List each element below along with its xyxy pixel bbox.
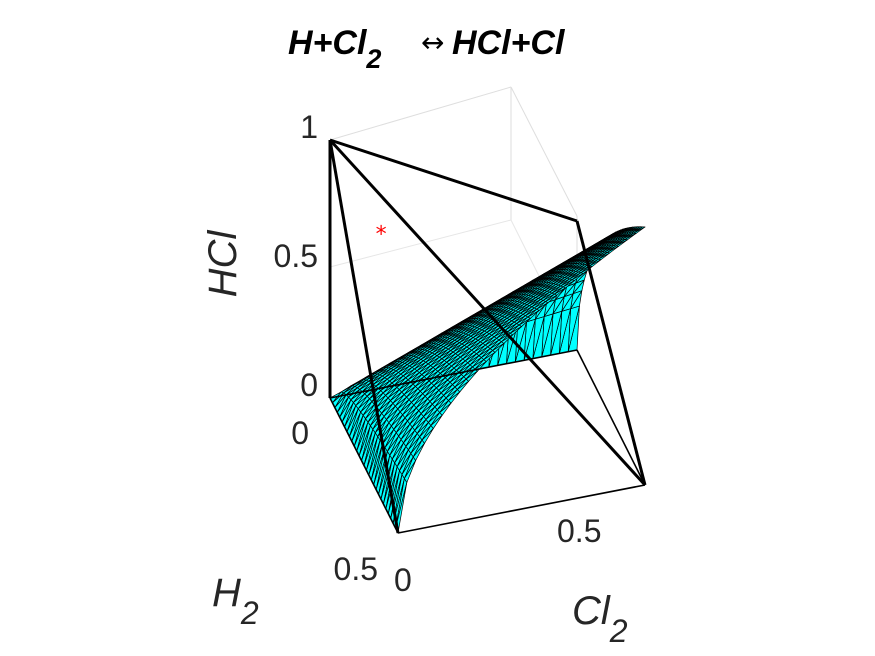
title-left-subscript: 2 (365, 44, 381, 74)
z-tick-label: 1 (300, 109, 318, 145)
z-axis-ticks: 1 0.5 0 (274, 109, 318, 403)
z-axis-label: HCl (201, 230, 245, 298)
simplex-frame (328, 138, 647, 534)
title-right: HCl+Cl (452, 24, 566, 62)
box-edge (510, 86, 578, 217)
x-tick-label: 0.5 (557, 513, 601, 549)
frame-edge (576, 349, 646, 486)
x-tick-label: 0 (394, 562, 412, 598)
equilibrium-point-marker: * (376, 222, 387, 247)
z-tick-label: 0 (300, 367, 318, 403)
frame-edge (328, 139, 400, 534)
title: H+Cl2 ↔ HCl+Cl (288, 24, 566, 74)
title-left: H+Cl2 (288, 24, 381, 74)
box-edge (329, 86, 512, 141)
surface-mesh (329, 226, 646, 534)
z-tick-label: 0.5 (274, 238, 318, 274)
highlight-marker: * (376, 222, 387, 247)
title-arrow: ↔ (421, 26, 444, 59)
y-axis-label-subscript: 2 (240, 595, 259, 631)
y-tick-label: 0 (291, 415, 309, 451)
x-axis-label: Cl2 (572, 589, 628, 649)
frame-edge (575, 220, 647, 486)
frame-edge (329, 138, 578, 223)
frame-edge (328, 138, 647, 487)
x-axis-label-subscript: 2 (609, 613, 628, 649)
y-axis-label: H2 (212, 571, 259, 631)
y-tick-label: 0.5 (334, 551, 378, 587)
frame-edge (329, 397, 399, 534)
grid-line (329, 219, 512, 268)
y-axis-ticks: 0 0.5 (291, 415, 378, 587)
x-axis-ticks: 0 0.5 (394, 513, 601, 598)
frame-edge (397, 484, 646, 534)
frame-edge (329, 349, 578, 399)
